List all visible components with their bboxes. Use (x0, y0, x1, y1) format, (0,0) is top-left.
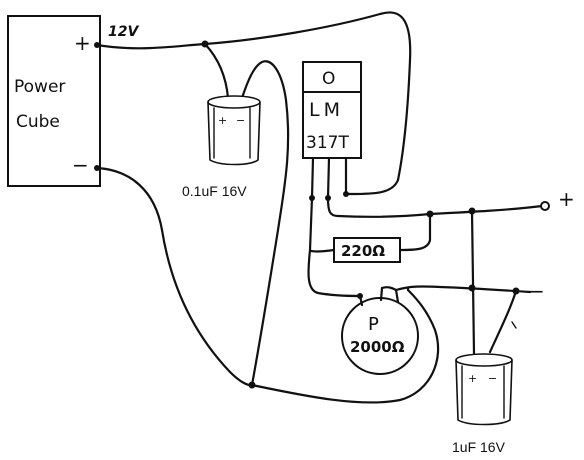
cap-output-minus-mark: − (488, 372, 497, 385)
wire-resistor-right (398, 212, 432, 252)
regulator-tab-hole: O (322, 69, 335, 89)
wire-output-plus (326, 196, 544, 218)
power-cube-plus-sign: + (74, 31, 91, 55)
cap-input-minus-mark: − (236, 114, 245, 127)
regulator-label-line2: 317T (306, 133, 349, 153)
cap-output-plus-mark: + (468, 372, 477, 385)
wire-cap-out-plus (470, 209, 476, 356)
wire-resistor-left (308, 196, 336, 253)
regulator-body (302, 91, 362, 159)
wire-output-minus (394, 285, 532, 294)
cap-input-stripe (213, 107, 251, 159)
pot-label-line2: 2000Ω (350, 338, 405, 356)
output-plus-label: + (558, 187, 575, 211)
regulator-pin-adj (310, 156, 315, 200)
wire-plus-input (95, 11, 412, 196)
pot-pin-left (358, 294, 364, 307)
potentiometer-body (341, 297, 419, 375)
power-cube-minus-sign: − (72, 153, 89, 177)
cap-output-stripe (461, 365, 505, 419)
power-cube-voltage: 12V (108, 24, 139, 40)
cap-output-label: 1uF 16V (452, 439, 506, 455)
pot-label-line1: P (368, 314, 379, 335)
regulator-label-line1: LM (309, 99, 344, 121)
power-cube-box (7, 15, 101, 187)
pin-in-dot (343, 191, 349, 197)
cap-input-plus-mark: + (218, 114, 227, 127)
resistor-value: 220Ω (341, 242, 385, 260)
wire-cap-input-plus-lead (203, 42, 230, 100)
cap-input-label: 0.1uF 16V (182, 183, 247, 199)
wire-cap-out-minus (488, 289, 518, 354)
cap-output-top (455, 353, 513, 367)
power-cube-label-line2: Cube (16, 112, 60, 132)
node-ground-junction (248, 381, 256, 389)
wire-adj-to-pot (307, 248, 362, 298)
resistor-body (333, 237, 401, 263)
cap-output-body (455, 359, 513, 426)
output-minus-label: − (528, 279, 545, 303)
pot-pin-right (394, 288, 400, 304)
pot-pin-bridge (380, 286, 398, 292)
cap-input-top (207, 95, 261, 109)
power-cube-label-line1: Power (14, 77, 65, 97)
cap-input-body (207, 101, 261, 166)
pot-pin-mid (379, 286, 384, 302)
regulator-pin-out (326, 156, 331, 200)
output-plus-terminal (540, 201, 550, 211)
node-plus-cap (201, 40, 209, 48)
wire-cap-input-minus-lead (240, 60, 290, 387)
wire-cap-out-tick (511, 321, 517, 329)
